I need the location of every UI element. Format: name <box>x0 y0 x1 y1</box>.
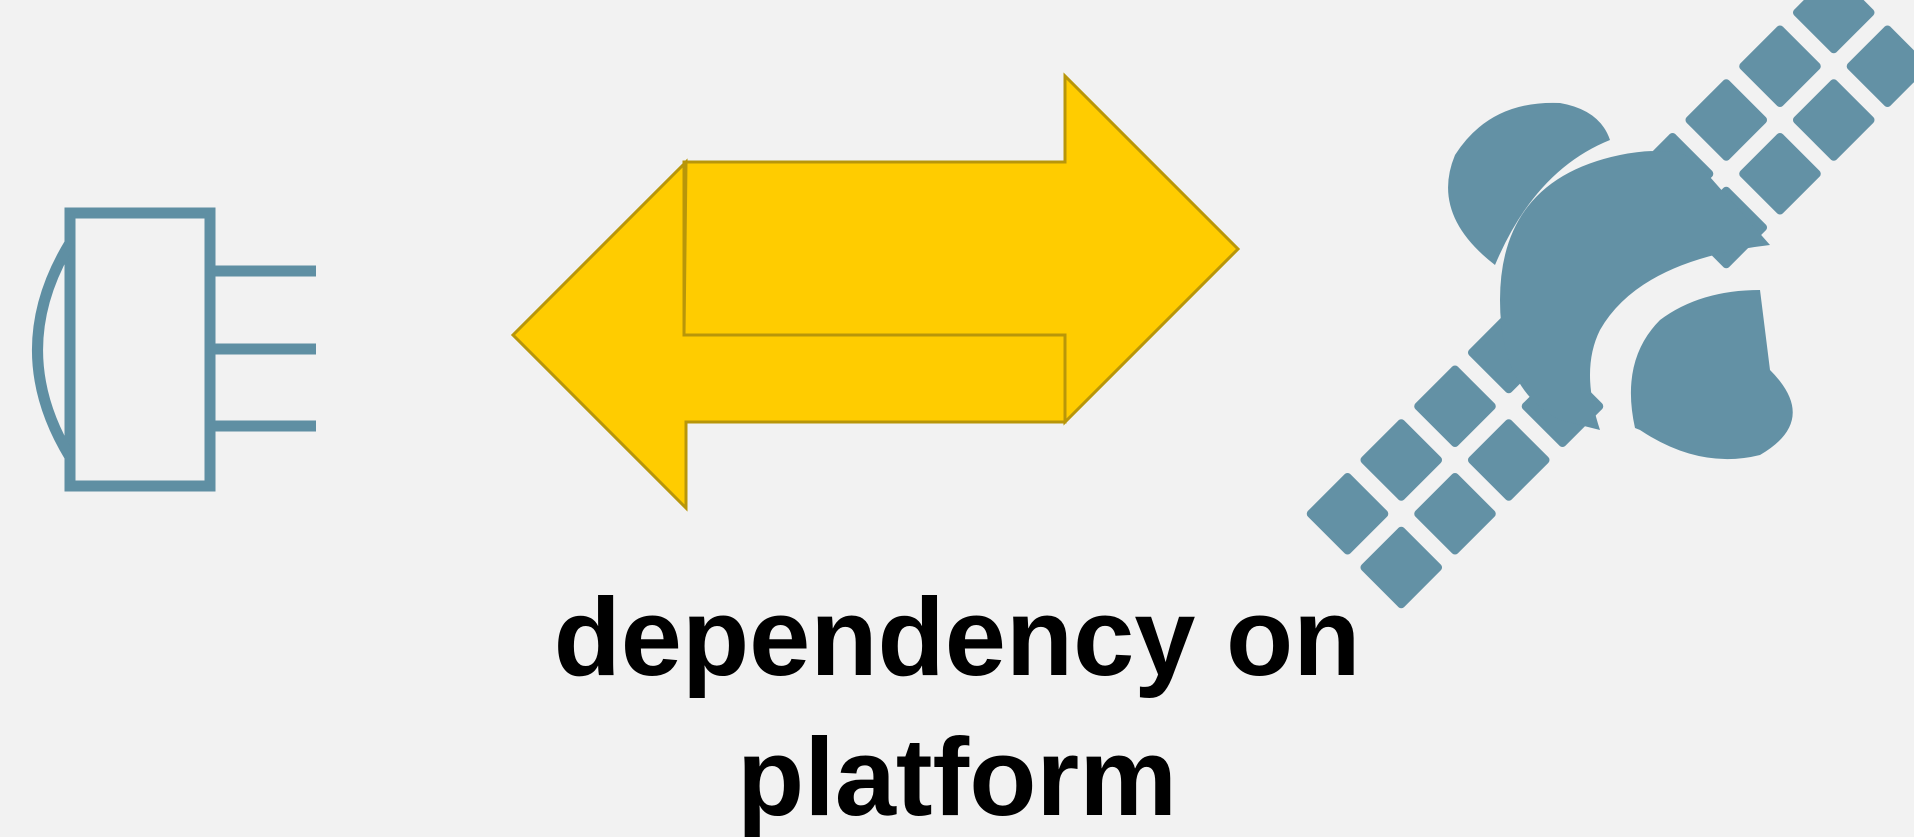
plug-back-arc <box>32 240 75 460</box>
caption-line-1: dependency on <box>553 576 1361 699</box>
bidirectional-arrow-icon <box>510 72 1241 512</box>
satellite-body <box>1500 151 1770 430</box>
satellite-icon <box>1306 0 1914 609</box>
satellite-dish-upper <box>1448 102 1610 266</box>
satellite-dish-lower <box>1630 290 1793 460</box>
plug-connector-icon <box>32 207 316 492</box>
plug-body <box>64 207 216 492</box>
diagram-caption: dependency on platform <box>0 568 1914 837</box>
caption-line-2: platform <box>737 716 1177 837</box>
